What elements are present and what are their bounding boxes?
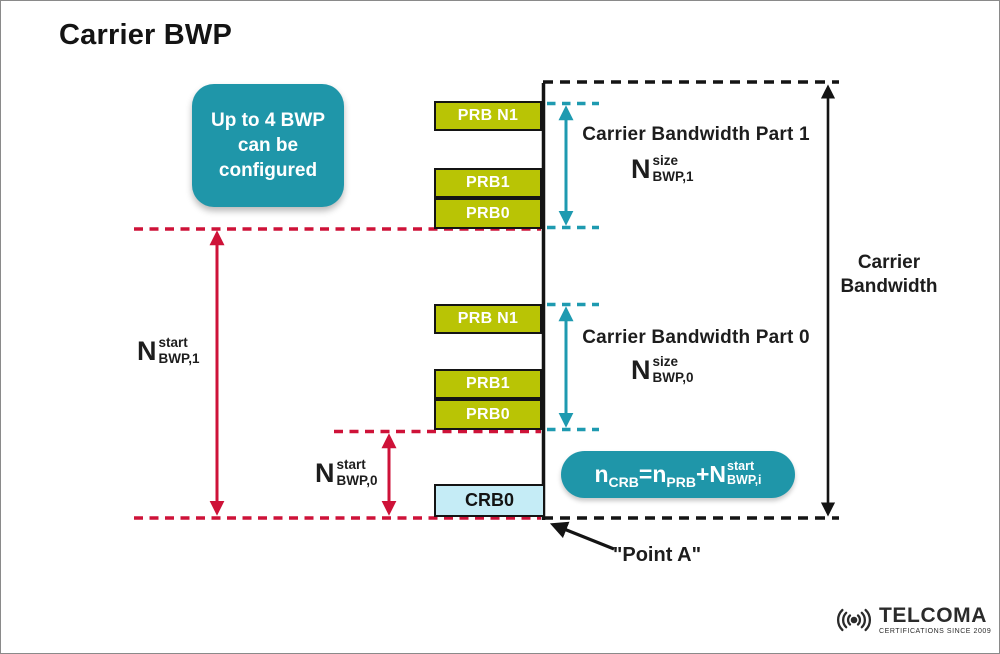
n-size-bwp1-label: N size BWP,1 xyxy=(631,153,694,185)
n-subscript: BWP,1 xyxy=(652,168,694,184)
n-start-bwp1-label: N start BWP,1 xyxy=(137,335,200,367)
formula-subscript: CRB xyxy=(608,473,639,490)
point-a-label: "Point A" xyxy=(612,544,702,566)
n-superscript: size xyxy=(652,354,679,369)
prb-block-label: PRB N1 xyxy=(457,310,519,327)
bwp-part1-title: Carrier Bandwidth Part 1 xyxy=(582,124,810,145)
n-subscript: BWP,0 xyxy=(652,369,694,385)
logo-tagline: CERTIFICATIONS SINCE 2009 xyxy=(879,628,992,635)
signal-icon xyxy=(836,608,872,632)
prb-block-part0-prb0: PRB0 xyxy=(434,399,542,430)
logo-name: TELCOMA xyxy=(879,604,988,627)
bwp-part0-title: Carrier Bandwidth Part 0 xyxy=(582,327,810,348)
n-superscript: size xyxy=(652,153,679,168)
n-base: N xyxy=(631,154,651,184)
telcoma-logo: TELCOMA CERTIFICATIONS SINCE 2009 xyxy=(831,601,991,639)
formula-operator: = xyxy=(638,461,653,487)
formula-subscript: BWP,i xyxy=(727,472,762,487)
prb-block-label: PRB0 xyxy=(466,405,510,423)
n-base: N xyxy=(137,336,157,366)
formula-superscript: start xyxy=(727,458,755,473)
n-base: N xyxy=(315,458,335,488)
n-size-bwp0-label: N size BWP,0 xyxy=(631,354,694,386)
prb-block-part1-prb0: PRB0 xyxy=(434,198,542,229)
prb-block-part0-n1: PRB N1 xyxy=(434,304,542,334)
n-start-bwp0-label: N start BWP,0 xyxy=(315,457,378,489)
carrier-bandwidth-label: Carrier Bandwidth xyxy=(840,252,938,297)
note-box: Up to 4 BWP can be configured xyxy=(192,84,344,207)
n-subscript: BWP,0 xyxy=(336,472,378,488)
n-superscript: start xyxy=(336,457,366,472)
n-subscript: BWP,1 xyxy=(158,350,200,366)
formula-term: n xyxy=(652,461,667,487)
prb-block-label: PRB1 xyxy=(466,375,510,392)
n-base: N xyxy=(631,355,651,385)
formula-term: n xyxy=(594,461,609,487)
formula-term: N xyxy=(709,461,727,487)
formula-subscript: PRB xyxy=(666,473,696,490)
formula-operator: + xyxy=(695,461,710,487)
n-superscript: start xyxy=(158,335,188,350)
prb-block-part0-prb1: PRB1 xyxy=(434,369,542,399)
crb-block-label: CRB0 xyxy=(464,490,514,510)
page-title: Carrier BWP xyxy=(59,19,233,51)
crb-formula-pill: n CRB = n PRB + N start BWP,i xyxy=(561,451,795,498)
prb-block-part1-prb1: PRB1 xyxy=(434,168,542,198)
crb-block: CRB0 xyxy=(434,484,545,517)
prb-block-label: PRB0 xyxy=(466,204,510,222)
prb-block-label: PRB N1 xyxy=(457,107,519,124)
prb-block-label: PRB1 xyxy=(466,174,510,191)
prb-block-part1-n1: PRB N1 xyxy=(434,101,542,131)
note-text: Up to 4 BWP can be configured xyxy=(211,109,325,182)
